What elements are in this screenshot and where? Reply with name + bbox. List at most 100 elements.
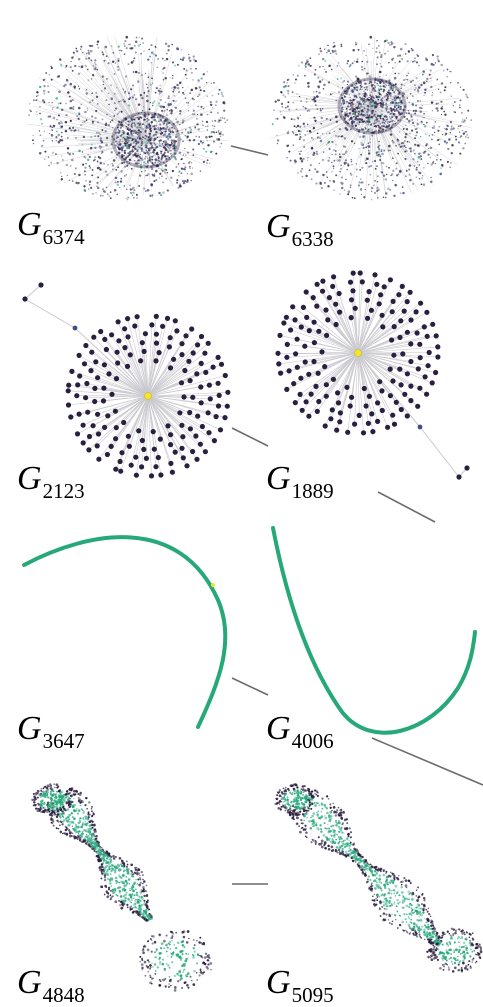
graph-node [199,86,201,88]
graph-node [359,136,361,138]
graph-node [381,66,383,68]
graph-node [211,151,212,152]
graph-node [166,178,167,179]
path-graph [24,537,225,727]
graph-node [168,95,170,97]
graph-node [319,163,320,164]
graph-node [98,132,100,134]
graph-node [127,864,129,866]
graph-node [68,414,73,419]
graph-node [410,93,412,95]
graph-node [177,942,180,945]
graph-node [190,395,195,400]
graph-node [79,792,81,794]
graph-node [122,874,125,877]
graph-node [370,138,371,139]
graph-node [344,385,349,390]
graph-node [334,322,339,327]
graph-node [133,897,135,899]
graph-node [159,143,161,145]
connector-line [372,738,483,785]
graph-node [359,100,361,102]
graph-node [102,53,104,55]
graph-node [221,94,222,95]
graph-node [174,86,177,89]
graph-node [123,43,124,44]
graph-node [139,121,140,122]
graph-node [124,185,126,187]
graph-node [114,376,119,381]
graph-node [420,158,422,160]
hub-node [355,350,362,357]
graph-node [406,170,408,172]
graph-node [75,167,77,169]
graph-node [142,874,144,876]
graph-node [104,879,106,881]
graph-node [342,101,344,103]
graph-node [338,91,340,93]
graph-node [166,146,168,148]
graph-node [151,146,153,148]
graph-node [165,985,167,987]
graph-node [373,97,375,99]
graph-node [154,129,156,131]
connector-line [232,678,268,695]
graph-node [354,197,356,199]
graph-node [380,171,382,173]
graph-node [105,130,107,132]
graph-node [304,289,309,294]
graph-node [372,48,373,49]
graph-node [358,148,359,149]
graph-edge [420,427,459,477]
graph-node [149,975,151,977]
graph-node [366,73,368,75]
graph-node [350,174,352,176]
graph-node [143,890,145,892]
graph-node [296,109,297,110]
graph-panel-g2123 [22,282,230,478]
graph-node [168,129,170,131]
graph-node [80,49,81,50]
graph-node [145,144,147,146]
graph-node [175,118,176,119]
graph-node [337,65,338,66]
graph-node [43,93,45,95]
graph-node [216,403,221,408]
graph-node [111,889,114,892]
graph-node [330,284,335,289]
graph-node [361,88,363,90]
graph-node [396,97,398,99]
graph-node [328,416,333,421]
graph-node [376,119,378,121]
graph-node [160,150,162,152]
graph-node [153,100,155,102]
graph-node [333,168,334,169]
graph-node [165,316,170,321]
graph-node [70,801,73,804]
graph-node [198,143,200,145]
graph-node [122,345,127,350]
graph-node [330,53,331,54]
graph-node [349,97,350,98]
graph-node [129,463,134,468]
graph-node [300,170,302,172]
graph-node [191,180,192,181]
graph-node [367,158,369,160]
graph-node [417,119,418,120]
graph-node [126,47,128,49]
graph-node [194,126,196,128]
graph-node [115,882,117,884]
graph-node [33,143,34,144]
graph-node [94,117,97,120]
graph-node [84,381,89,386]
graph-node [323,423,328,428]
graph-node [458,126,460,128]
graph-node [321,187,323,189]
graph-node [117,887,120,890]
graph-node [307,160,308,161]
graph-node [117,881,118,882]
connector-line [231,146,268,155]
graph-node [66,164,69,167]
graph-node [426,363,431,368]
graph-edge [146,140,228,141]
